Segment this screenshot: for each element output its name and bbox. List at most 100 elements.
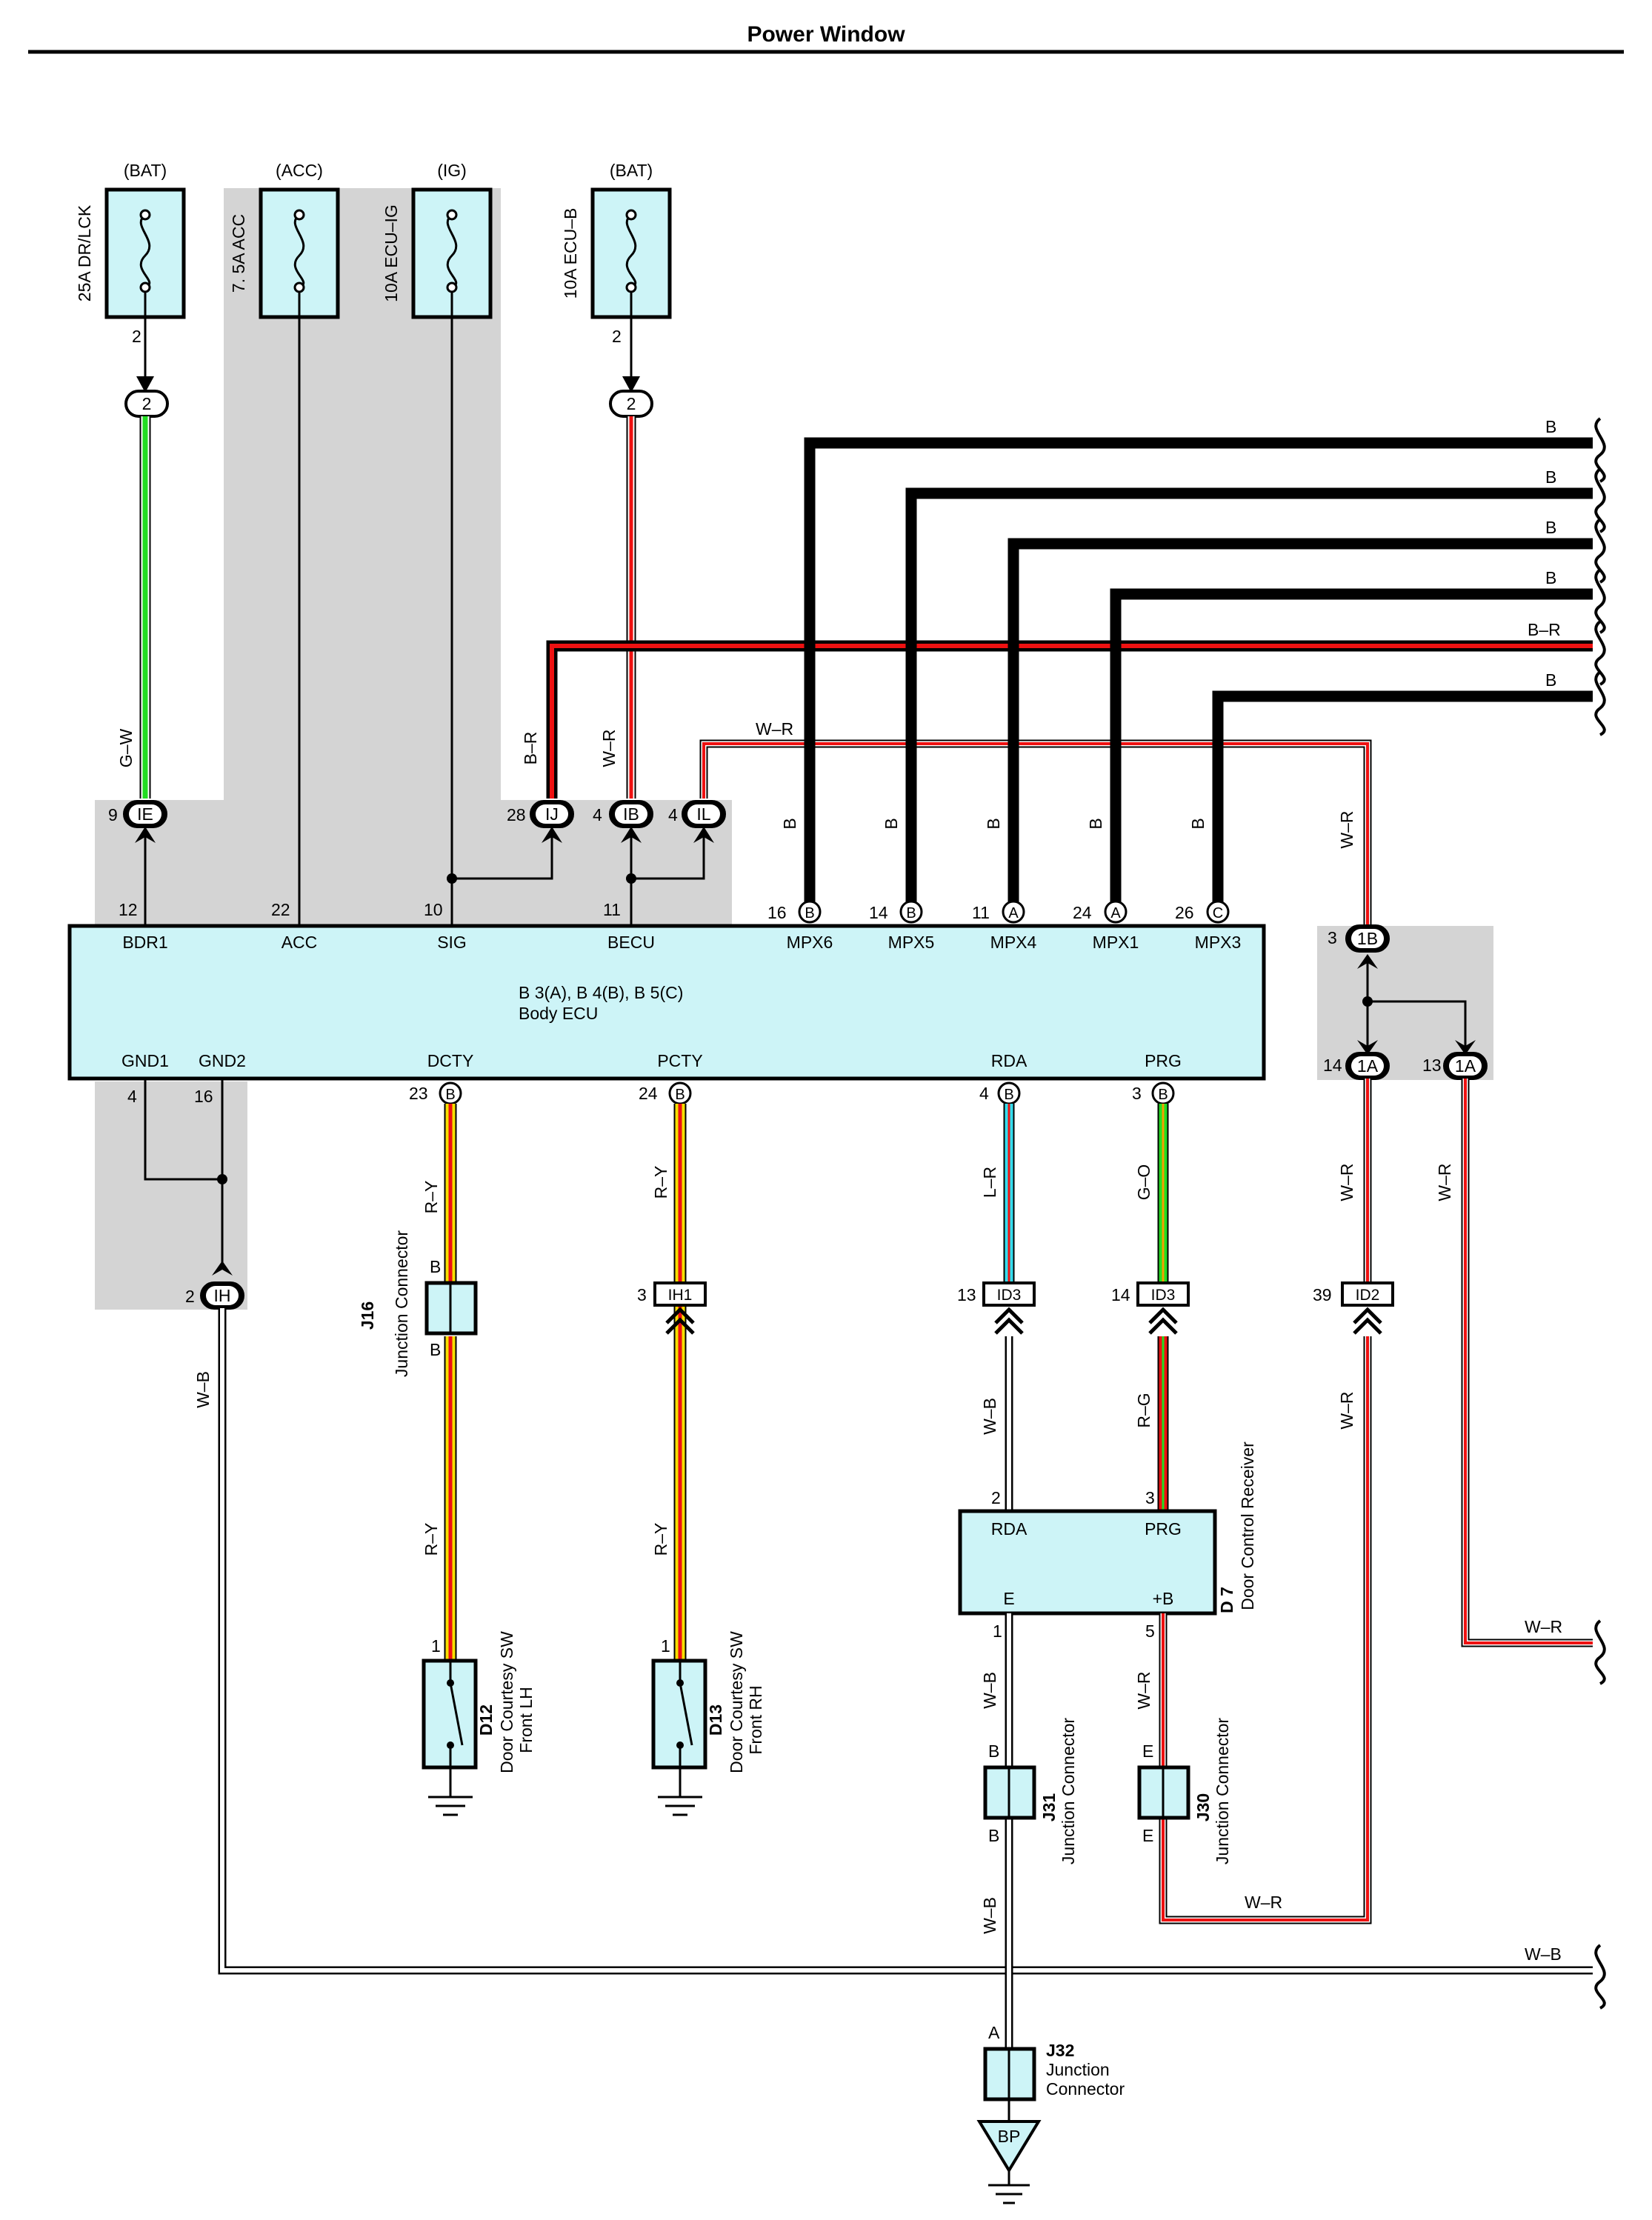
wire-cut-ends: [1594, 417, 1606, 2010]
svg-text:1: 1: [993, 1621, 1002, 1641]
svg-text:Front RH: Front RH: [746, 1685, 765, 1754]
svg-text:B: B: [1545, 417, 1556, 436]
svg-text:Junction Connector: Junction Connector: [1059, 1718, 1078, 1865]
svg-text:2: 2: [142, 394, 152, 413]
junction-1a-14: 14 1A: [1323, 1052, 1390, 1080]
fuse-ecu-b: (BAT) 10A ECU–B 2: [561, 161, 672, 346]
svg-text:W–R: W–R: [1337, 1391, 1356, 1429]
svg-text:B: B: [1545, 670, 1556, 690]
svg-text:39: 39: [1313, 1285, 1332, 1304]
bus-labels: B B B B B–R B: [1528, 417, 1561, 690]
svg-text:1: 1: [431, 1636, 441, 1656]
svg-text:Body ECU: Body ECU: [519, 1004, 598, 1023]
svg-text:W–R: W–R: [1525, 1617, 1562, 1636]
svg-text:MPX5: MPX5: [888, 933, 935, 952]
svg-text:13: 13: [1422, 1056, 1442, 1075]
svg-text:B: B: [984, 818, 1003, 829]
svg-text:D13: D13: [706, 1704, 725, 1736]
svg-text:Door Courtesy SW: Door Courtesy SW: [497, 1631, 516, 1773]
wire-go-prg: G–O: [1134, 1104, 1169, 1281]
svg-text:E: E: [1003, 1589, 1014, 1608]
svg-text:4: 4: [668, 805, 678, 824]
svg-text:B: B: [780, 818, 799, 829]
wire-wr-1a14: W–R: [1337, 1079, 1372, 1281]
svg-text:BP: BP: [998, 2127, 1021, 2146]
junction-ij: 28 IJ: [507, 800, 574, 828]
svg-text:W–R: W–R: [1245, 1893, 1282, 1912]
wire-wb-e: W–B W–B: [980, 1613, 1013, 2049]
svg-text:B: B: [988, 1826, 999, 1845]
svg-text:B: B: [1545, 467, 1556, 487]
svg-text:MPX6: MPX6: [787, 933, 833, 952]
svg-text:Junction Connector: Junction Connector: [1213, 1718, 1232, 1865]
wire-wr-il: W–R W–R: [699, 719, 1372, 935]
svg-text:W–R: W–R: [599, 729, 619, 767]
svg-text:ACC: ACC: [282, 933, 318, 952]
svg-text:16: 16: [767, 903, 787, 922]
svg-text:Junction Connector: Junction Connector: [392, 1230, 411, 1378]
svg-text:W–R: W–R: [1337, 1163, 1356, 1201]
junction-1a-13: 13 1A: [1422, 1052, 1488, 1080]
junction-connector-j30: E E J30 Junction Connector: [1137, 1718, 1232, 1865]
svg-text:G–W: G–W: [116, 729, 136, 768]
svg-text:RDA: RDA: [991, 1519, 1027, 1539]
page-title: Power Window: [747, 22, 905, 47]
svg-text:G–O: G–O: [1134, 1164, 1153, 1201]
wire-wr-ecub: W–R: [599, 416, 636, 799]
svg-text:(BAT): (BAT): [610, 161, 653, 180]
svg-text:MPX3: MPX3: [1195, 933, 1242, 952]
svg-text:ID3: ID3: [997, 1287, 1022, 1304]
svg-text:Junction: Junction: [1046, 2060, 1110, 2079]
svg-text:10A ECU–B: 10A ECU–B: [561, 208, 580, 299]
junction-connector-j16: B B J16 Junction Connector: [358, 1230, 478, 1378]
svg-text:W–B: W–B: [980, 1897, 999, 1934]
svg-text:R–G: R–G: [1134, 1393, 1153, 1427]
svg-text:SIG: SIG: [437, 933, 467, 952]
svg-text:(BAT): (BAT): [124, 161, 167, 180]
door-courtesy-sw-rh: 1 D13 Door Courtesy SW Front RH: [651, 1631, 765, 1816]
svg-text:A: A: [988, 2023, 1000, 2042]
svg-text:C: C: [1213, 905, 1223, 921]
svg-text:B: B: [430, 1257, 441, 1276]
svg-text:GND2: GND2: [199, 1051, 246, 1070]
svg-text:IH1: IH1: [668, 1287, 693, 1304]
svg-text:J31: J31: [1039, 1793, 1059, 1822]
svg-text:E: E: [1142, 1741, 1153, 1761]
svg-text:R–Y: R–Y: [651, 1166, 670, 1199]
shaded-regions: [95, 188, 1493, 1310]
svg-text:3: 3: [1328, 928, 1337, 947]
junction-ih: 2 IH: [185, 1281, 244, 1310]
svg-text:B: B: [1545, 518, 1556, 537]
svg-text:B–R: B–R: [1528, 620, 1561, 639]
svg-text:B 3(A), B 4(B), B 5(C): B 3(A), B 4(B), B 5(C): [519, 983, 683, 1002]
svg-text:4: 4: [127, 1087, 137, 1106]
wire-ry-dcty: R–Y R–Y: [422, 1104, 457, 1659]
svg-text:B–R: B–R: [521, 732, 540, 765]
junction-il: 4 IL: [668, 800, 726, 828]
svg-text:W–R: W–R: [1134, 1671, 1153, 1709]
svg-text:D 7: D 7: [1217, 1587, 1236, 1613]
svg-text:1: 1: [661, 1636, 670, 1656]
fuse-dr-lck: (BAT) 25A DR/LCK 2: [75, 161, 186, 346]
wire-gw: G–W: [116, 416, 151, 799]
svg-text:1A: 1A: [1357, 1056, 1379, 1076]
junction-connector-j31: B B J31 Junction Connector: [983, 1718, 1078, 1865]
svg-text:14: 14: [869, 903, 888, 922]
svg-text:9: 9: [108, 805, 118, 824]
svg-text:ID3: ID3: [1151, 1287, 1176, 1304]
door-courtesy-sw-lh: 1 D12 Door Courtesy SW Front LH: [422, 1631, 536, 1816]
svg-text:B: B: [906, 905, 916, 921]
svg-text:16: 16: [194, 1087, 213, 1106]
svg-text:W–R: W–R: [1435, 1163, 1454, 1201]
svg-text:+B: +B: [1153, 1589, 1174, 1608]
svg-text:J16: J16: [358, 1301, 377, 1330]
svg-text:A: A: [1008, 905, 1019, 921]
ground-bp: BP: [976, 2099, 1042, 2204]
svg-text:3: 3: [637, 1285, 647, 1304]
svg-text:26: 26: [1175, 903, 1194, 922]
svg-text:2: 2: [627, 394, 636, 413]
svg-text:PRG: PRG: [1145, 1519, 1182, 1539]
wire-br: B–R: [521, 640, 1593, 799]
svg-text:RDA: RDA: [991, 1051, 1027, 1070]
